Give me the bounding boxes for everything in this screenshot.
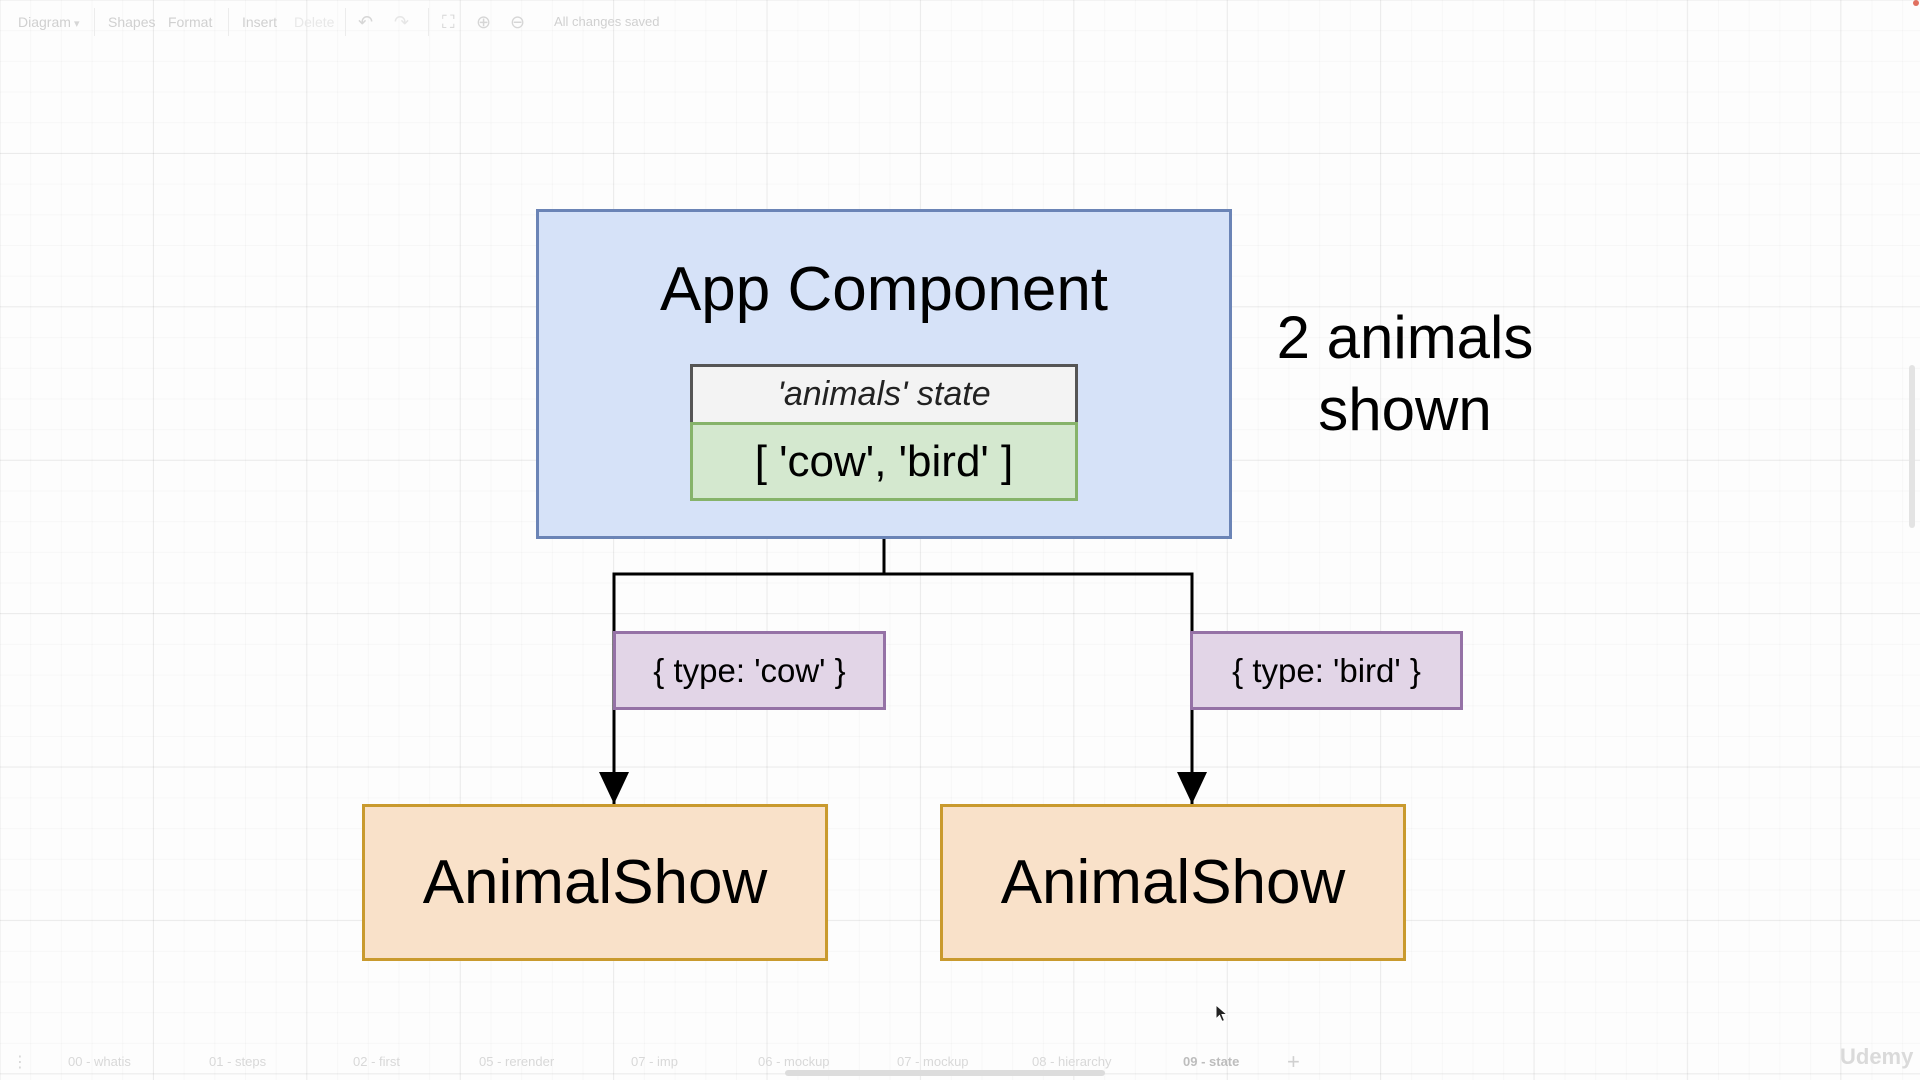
prop-bird-box[interactable]: { type: 'bird' } — [1190, 631, 1463, 710]
animals-count-note[interactable]: 2 animals shown — [1245, 302, 1565, 446]
tab-page[interactable]: 07 - mockup — [897, 1054, 969, 1069]
tab-page[interactable]: 02 - first — [353, 1054, 400, 1069]
mouse-cursor-icon — [1215, 1004, 1229, 1023]
tab-page[interactable]: 07 - imp — [631, 1054, 678, 1069]
zoom-out-icon[interactable]: ⊖ — [510, 12, 526, 32]
tab-page-active[interactable]: 09 - state — [1183, 1054, 1240, 1069]
fit-page-icon[interactable]: ⛶ — [442, 12, 455, 32]
zoom-in-icon[interactable]: ⊕ — [476, 12, 492, 32]
animalshow-right-box[interactable]: AnimalShow — [940, 804, 1406, 961]
page-tabs: ⋮ 00 - whatis 01 - steps 02 - first 05 -… — [0, 1046, 1920, 1080]
redo-icon[interactable]: ↷ — [394, 12, 410, 32]
tab-page[interactable]: 08 - hierarchy — [1032, 1054, 1112, 1069]
animalshow-left-box[interactable]: AnimalShow — [362, 804, 828, 961]
toolbar-divider — [345, 8, 346, 36]
toolbar-divider — [94, 8, 95, 36]
pages-menu-icon[interactable]: ⋮ — [12, 1054, 28, 1071]
chevron-down-icon[interactable]: ▾ — [74, 18, 80, 30]
tab-page[interactable]: 01 - steps — [209, 1054, 267, 1069]
horizontal-scrollbar[interactable] — [785, 1070, 1105, 1076]
toolbar-divider — [228, 8, 229, 36]
toolbar: Diagram ▾ Shapes Format Insert Delete ↶ … — [0, 0, 1920, 44]
format-button[interactable]: Format — [168, 14, 213, 30]
prop-cow-box[interactable]: { type: 'cow' } — [613, 631, 886, 710]
tab-page[interactable]: 06 - mockup — [758, 1054, 830, 1069]
add-page-icon[interactable]: + — [1287, 1049, 1300, 1074]
shapes-button[interactable]: Shapes — [108, 14, 156, 30]
vertical-scrollbar[interactable] — [1909, 365, 1915, 528]
note-line-1: 2 animals — [1276, 304, 1534, 371]
undo-icon[interactable]: ↶ — [358, 12, 374, 32]
udemy-watermark: Udemy — [1840, 1044, 1914, 1069]
tab-page[interactable]: 00 - whatis — [68, 1054, 131, 1069]
toolbar-divider — [428, 8, 429, 36]
diagram-menu[interactable]: Diagram — [18, 14, 71, 30]
state-label-box[interactable]: 'animals' state — [690, 364, 1078, 425]
notification-dot — [1913, 0, 1919, 6]
note-line-2: shown — [1318, 376, 1492, 443]
save-status: All changes saved — [554, 14, 660, 29]
insert-button[interactable]: Insert — [242, 14, 278, 30]
app-component-title: App Component — [659, 255, 1109, 324]
delete-button[interactable]: Delete — [294, 14, 335, 30]
tab-page[interactable]: 05 - rerender — [479, 1054, 555, 1069]
state-value-box[interactable]: [ 'cow', 'bird' ] — [690, 422, 1078, 501]
